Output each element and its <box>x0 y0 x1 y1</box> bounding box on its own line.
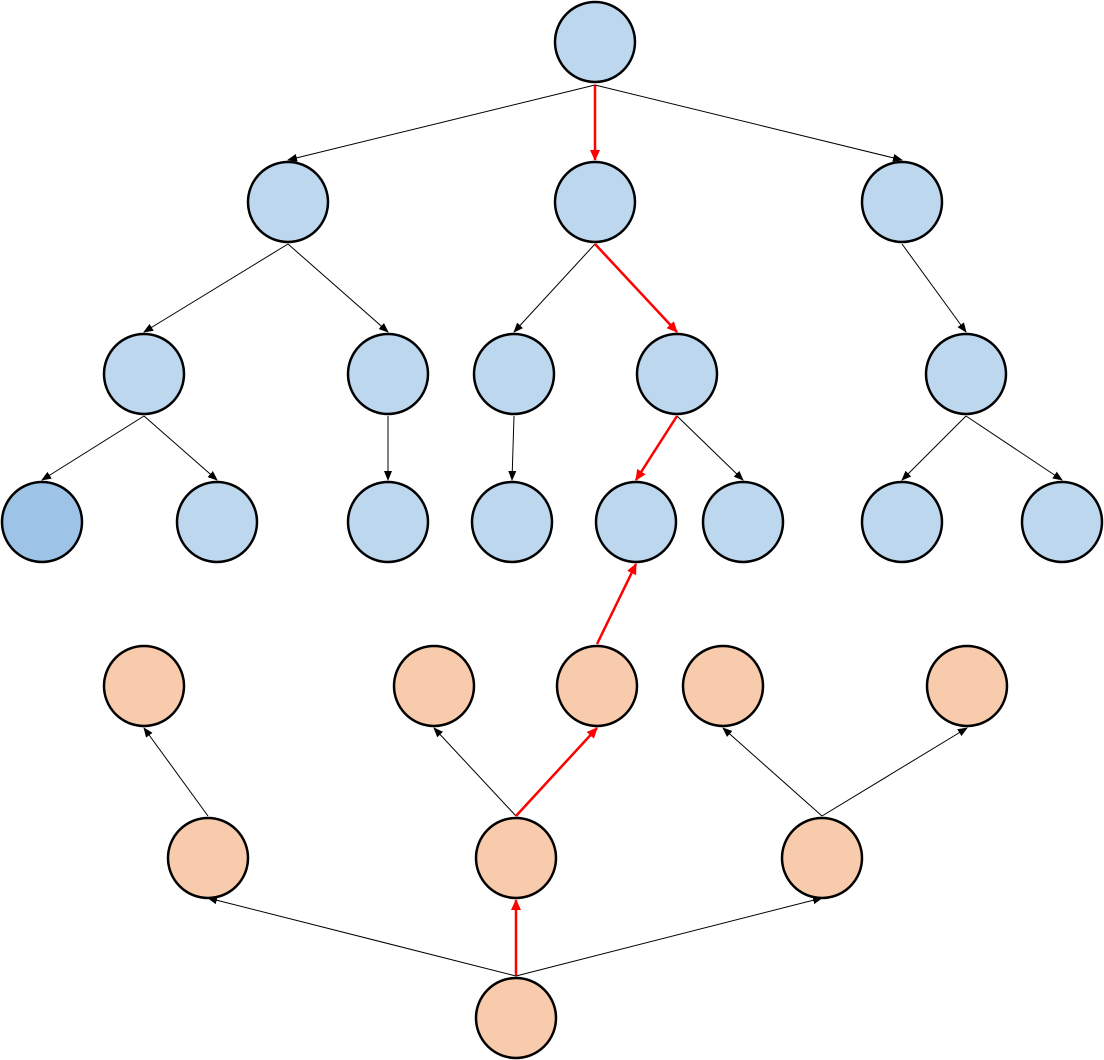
blue-node-b3 <box>860 160 944 244</box>
node-circle <box>166 816 250 900</box>
node-circle <box>780 816 864 900</box>
node-circle <box>470 480 554 564</box>
orange-node-o8 <box>925 644 1009 728</box>
node-circle <box>925 644 1009 728</box>
blue-node-b7 <box>635 332 719 416</box>
blue-node-b14 <box>701 480 785 564</box>
edge-b4-b9 <box>41 415 145 481</box>
blue-node-b9 <box>0 480 84 564</box>
node-circle <box>474 976 558 1060</box>
node-circle <box>860 160 944 244</box>
orange-node-o6 <box>555 644 639 728</box>
node-circle <box>346 332 430 416</box>
node-circle <box>102 332 186 416</box>
edge-b6-b12 <box>508 415 517 481</box>
orange-node-o1 <box>166 816 250 900</box>
edge-b2-b6 <box>513 243 596 333</box>
orange-node-o4 <box>102 644 186 728</box>
node-circle <box>472 332 556 416</box>
node-circle <box>553 0 637 84</box>
node-circle <box>635 332 719 416</box>
node-circle <box>701 480 785 564</box>
path-edge-o2-o6 <box>515 727 598 817</box>
blue-node-b6 <box>472 332 556 416</box>
edge-b8-b16 <box>965 415 1063 481</box>
node-circle <box>0 480 84 564</box>
edge-b4-b10 <box>143 415 218 481</box>
blue-node-b15 <box>860 480 944 564</box>
orange-node-o0 <box>474 976 558 1060</box>
edge-b1-b5 <box>287 243 389 333</box>
path-edge-b2-b7 <box>594 243 678 333</box>
blue-node-b2 <box>553 160 637 244</box>
edge-b3-b8 <box>901 243 967 333</box>
blue-node-b12 <box>470 480 554 564</box>
orange-node-o2 <box>474 816 558 900</box>
path-edge-o6-b13 <box>595 563 638 645</box>
node-circle <box>392 644 476 728</box>
node-circle <box>175 480 259 564</box>
node-circle <box>594 480 678 564</box>
edge-o2-o5 <box>433 727 517 817</box>
node-circle <box>346 480 430 564</box>
blue-node-b1 <box>246 160 330 244</box>
node-circle <box>1020 480 1104 564</box>
node-circle <box>555 644 639 728</box>
node-circle <box>924 332 1008 416</box>
edge-o0-o3 <box>515 896 823 977</box>
node-circle <box>102 644 186 728</box>
orange-node-o5 <box>392 644 476 728</box>
edge-o3-o7 <box>722 727 823 817</box>
blue-node-b5 <box>346 332 430 416</box>
node-circle <box>474 816 558 900</box>
node-circle <box>246 160 330 244</box>
path-edge-b7-b13 <box>634 415 679 481</box>
edge-o1-o4 <box>143 727 209 817</box>
edge-b0-b1 <box>287 84 596 162</box>
blue-node-b10 <box>175 480 259 564</box>
edge-b8-b15 <box>901 415 967 481</box>
node-circle <box>553 160 637 244</box>
edges-layer <box>41 84 1063 977</box>
node-circle <box>860 480 944 564</box>
edge-b7-b14 <box>676 415 744 481</box>
blue-node-b11 <box>346 480 430 564</box>
blue-node-b16 <box>1020 480 1104 564</box>
orange-node-o7 <box>681 644 765 728</box>
edge-o0-o1 <box>207 896 517 977</box>
blue-node-b4 <box>102 332 186 416</box>
blue-node-b0 <box>553 0 637 84</box>
node-circle <box>681 644 765 728</box>
edge-o3-o8 <box>821 727 968 817</box>
edge-b0-b3 <box>594 84 903 162</box>
orange-node-o3 <box>780 816 864 900</box>
edge-b1-b4 <box>143 243 289 333</box>
blue-node-b13 <box>594 480 678 564</box>
blue-node-b8 <box>924 332 1008 416</box>
